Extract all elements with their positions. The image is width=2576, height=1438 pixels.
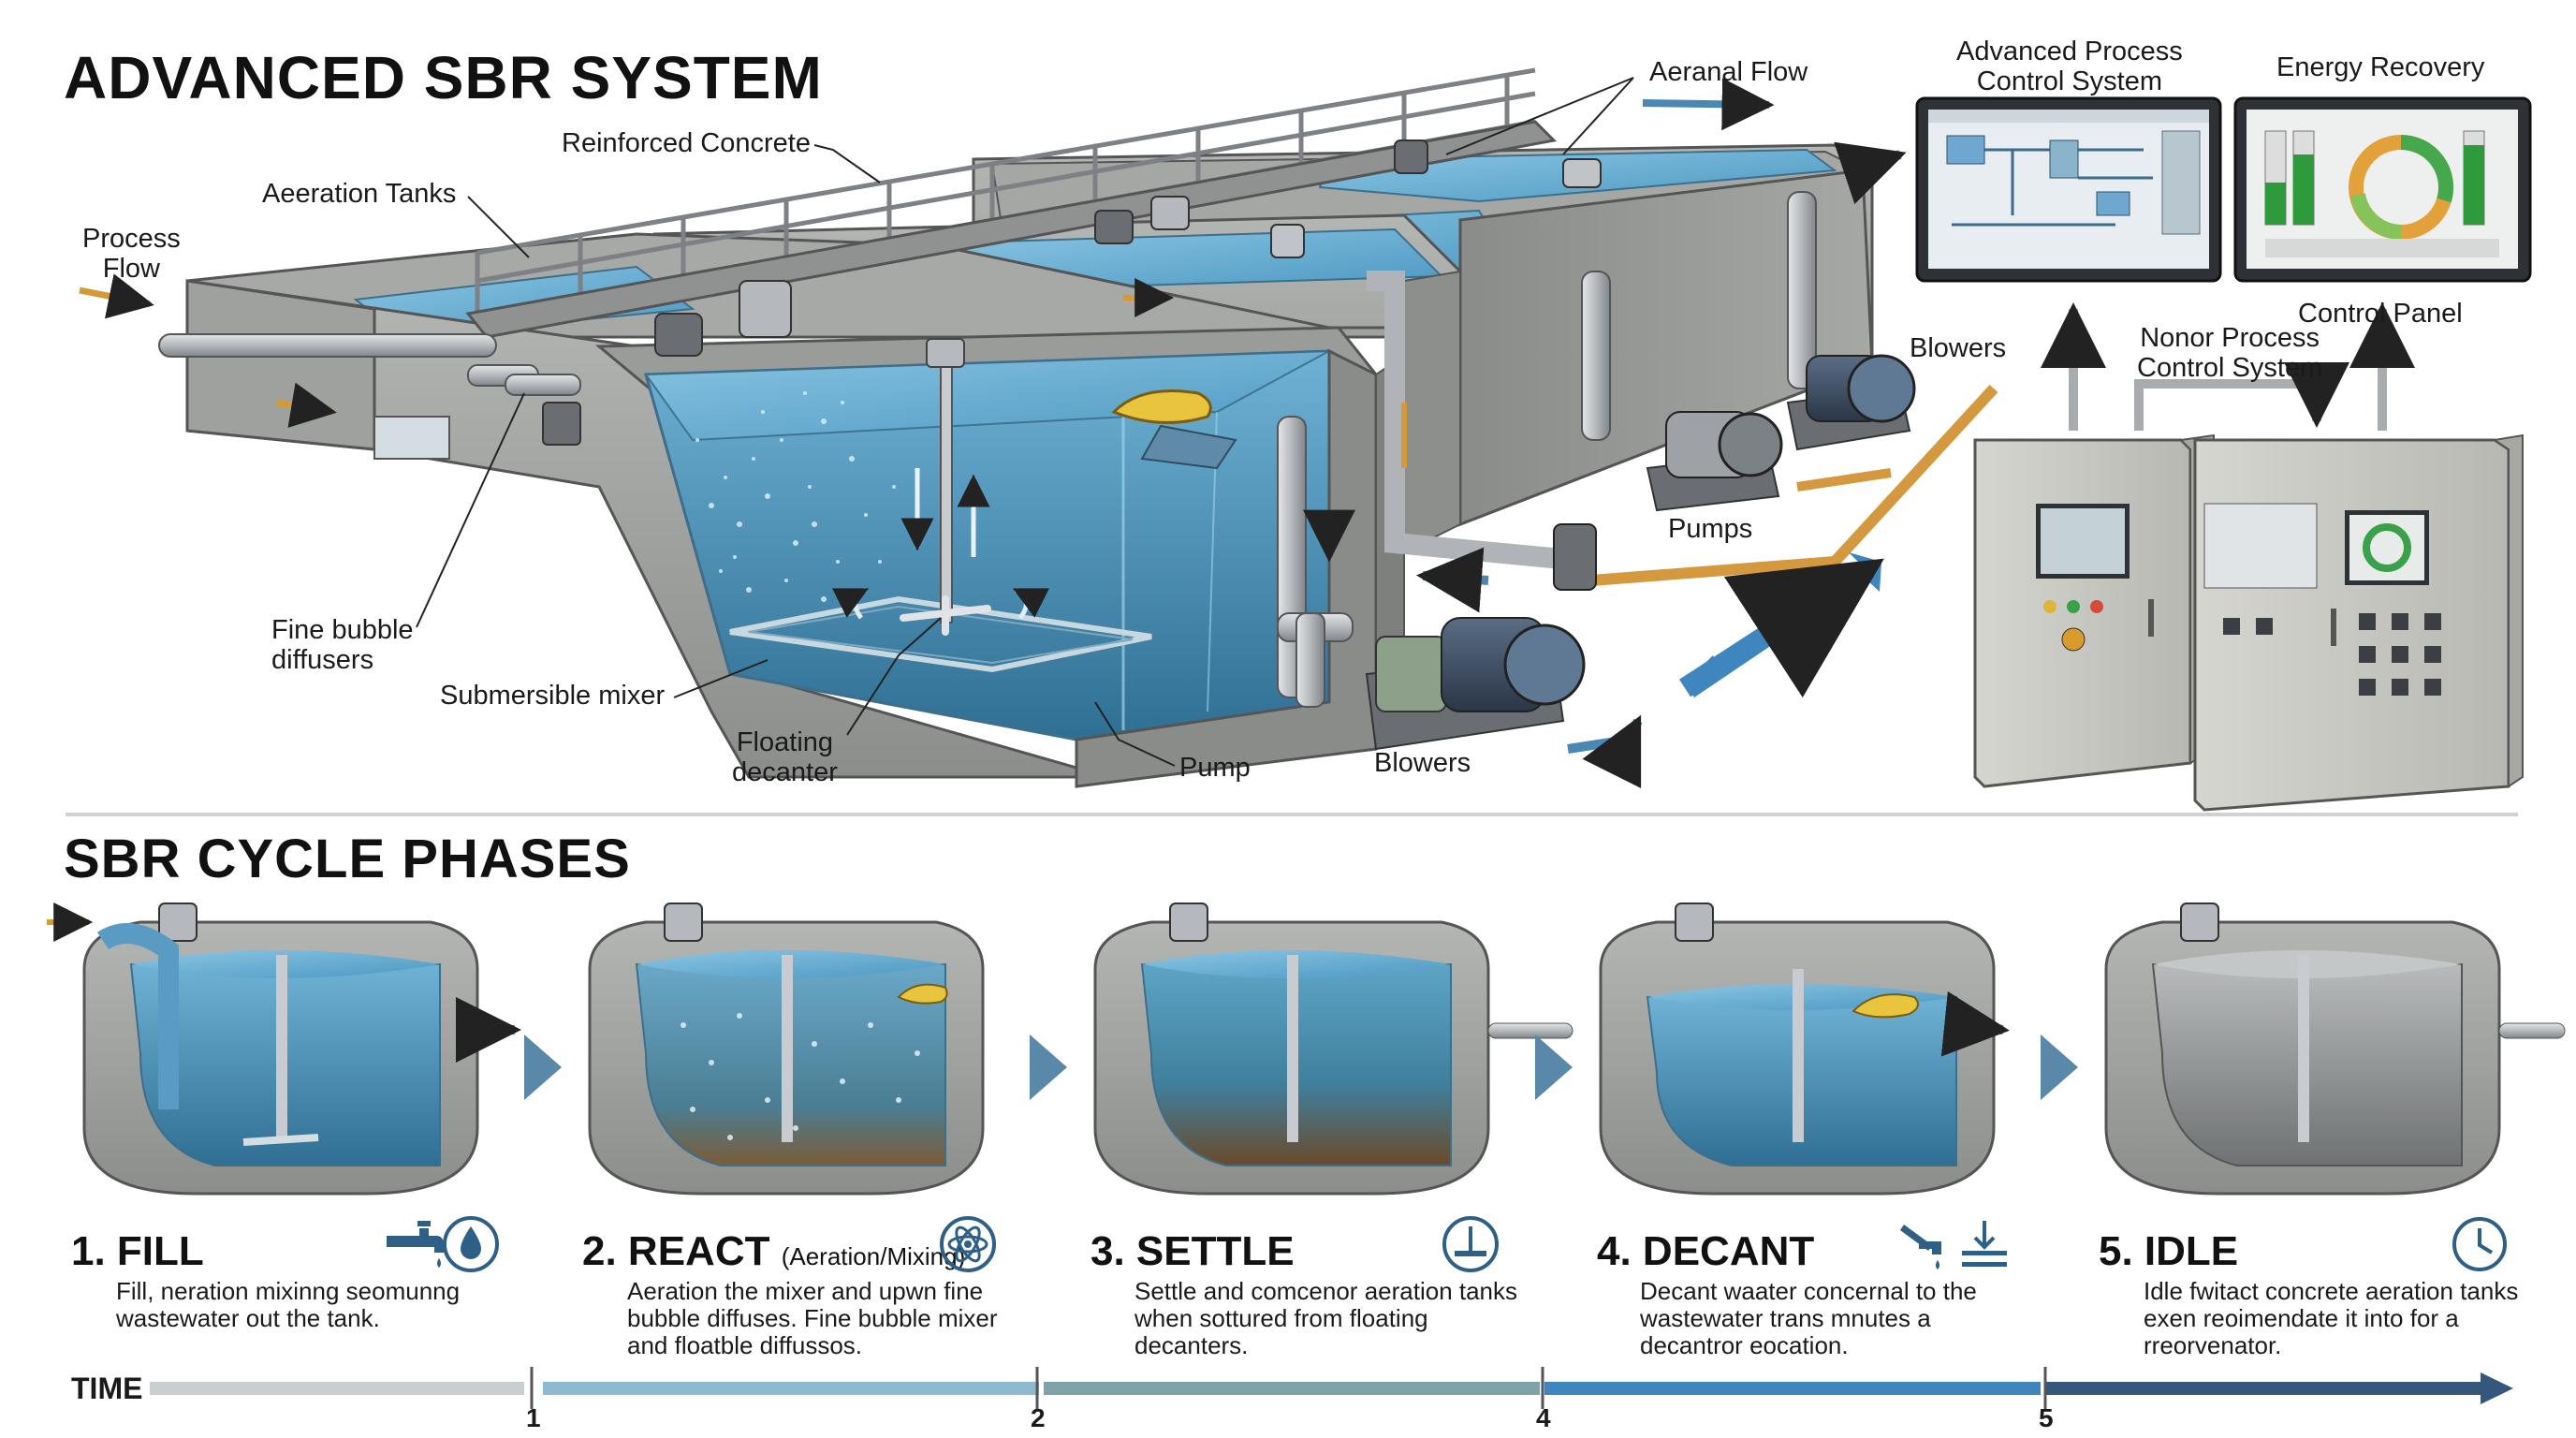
phase-3-desc: Settle and comcenor aeration tanks when …: [1134, 1277, 1518, 1360]
label-blowers-top: Blowers: [1910, 333, 2007, 363]
timeline-label: TIME: [71, 1372, 143, 1405]
label-pump: Pump: [1179, 753, 1251, 783]
timeline-tick-2: 2: [1031, 1403, 1046, 1432]
phase-4-title: 4. DECANT: [1597, 1228, 1815, 1274]
phase-tank-settle: [1093, 902, 1573, 1196]
phase-tank-decant: [1599, 902, 2010, 1196]
label-advanced-pcs-line2: Control System: [1976, 66, 2163, 96]
label-submersible-mixer: Submersible mixer: [440, 681, 666, 711]
phase-5-title: 5. IDLE: [2099, 1228, 2239, 1274]
phase-arrow-4: [2041, 1034, 2078, 1100]
main-title: ADVANCED SBR SYSTEM: [64, 44, 823, 111]
top-blower: [1786, 354, 1916, 451]
water-drop-icon: [443, 1216, 499, 1272]
label-blowers-bottom: Blowers: [1374, 748, 1471, 778]
walkway-motors: [654, 139, 1602, 357]
label-floating-decanter-line1: Floating: [736, 727, 834, 757]
phase-2-subtitle: (Aeration/Mixing): [781, 1242, 966, 1270]
atom-icon: [940, 1216, 996, 1272]
phase-3-title: 3. SETTLE: [1090, 1228, 1295, 1274]
front-blower: [1365, 617, 1586, 751]
phase-tank-idle: [2104, 902, 2566, 1196]
label-reinforced-concrete: Reinforced Concrete: [562, 128, 811, 158]
label-advanced-pcs: Advanced Process Control System: [1956, 37, 2183, 97]
leader-lines: [416, 77, 1634, 767]
phase-4-desc: Decant waater concernal to the wastewate…: [1640, 1277, 1977, 1360]
front-tank: [185, 232, 1405, 788]
label-nonor-pcs-line1: Nonor Process: [2140, 323, 2320, 353]
label-advanced-pcs-line1: Advanced Process: [1956, 37, 2183, 66]
label-fine-bubble: Fine bubble diffusers: [271, 615, 414, 676]
timeline-tick-3: 4: [1536, 1403, 1551, 1432]
label-aeration-tanks: Aeeration Tanks: [262, 179, 457, 209]
walkway: [465, 120, 1558, 339]
cabinet-right: [2193, 433, 2524, 812]
decant-icon: [1900, 1225, 1941, 1269]
faucet-icon: [387, 1221, 444, 1268]
label-energy-recovery: Energy Recovery: [2276, 52, 2485, 82]
timeline-tick-1: 1: [526, 1403, 541, 1432]
phases-title: SBR CYCLE PHASES: [64, 829, 631, 889]
label-nonor-pcs: Nonor Process Control System: [2137, 323, 2323, 384]
control-arrows: [2041, 302, 2415, 431]
influent-pipes: [158, 333, 581, 460]
label-pumps: Pumps: [1668, 514, 1753, 544]
phase-5-desc: Idle fwitact concrete aeration tanks exe…: [2144, 1277, 2519, 1360]
phase-arrow-2: [1030, 1034, 1067, 1100]
monitor-advanced: [1915, 96, 2222, 283]
level-icon: [1962, 1221, 2007, 1267]
label-process-flow-line1: Process: [82, 224, 181, 254]
timeline-bar: [150, 1367, 2513, 1409]
phase-tank-react: [588, 902, 985, 1196]
timeline-tick-4: 5: [2039, 1403, 2054, 1432]
monitor-energy: [2233, 96, 2532, 283]
label-fine-bubble-line1: Fine bubble: [271, 615, 414, 645]
label-process-flow-line2: Flow: [102, 253, 160, 284]
pumps-unit: [1553, 411, 1783, 591]
phase-arrow-3: [1535, 1034, 1573, 1100]
settle-icon: [1442, 1216, 1499, 1272]
phase-2-title-text: 2. REACT: [582, 1228, 770, 1274]
label-aeranal-flow: Aeranal Flow: [1649, 57, 1808, 87]
label-control-panel: Control Panel: [2298, 299, 2463, 329]
label-floating-decanter-line2: decanter: [732, 756, 838, 787]
phase-2-title: 2. REACT (Aeration/Mixing): [582, 1228, 966, 1274]
phase-1-desc: Fill, neration mixinng seomunng wastewat…: [116, 1277, 461, 1333]
clock-icon: [2452, 1217, 2507, 1271]
cabinet-left: [1973, 433, 2215, 788]
label-process-flow: Process Flow: [82, 224, 181, 285]
phase-2-desc: Aeration the mixer and upwn fine bubble …: [627, 1277, 998, 1360]
label-floating-decanter: Floating decanter: [732, 727, 838, 788]
label-nonor-pcs-line2: Control System: [2137, 352, 2323, 383]
big-flow-arrow: [1679, 557, 1884, 698]
label-fine-bubble-line2: diffusers: [271, 644, 374, 675]
phase-tank-fill: [47, 902, 521, 1196]
phase-1-title: 1. FILL: [71, 1228, 204, 1274]
